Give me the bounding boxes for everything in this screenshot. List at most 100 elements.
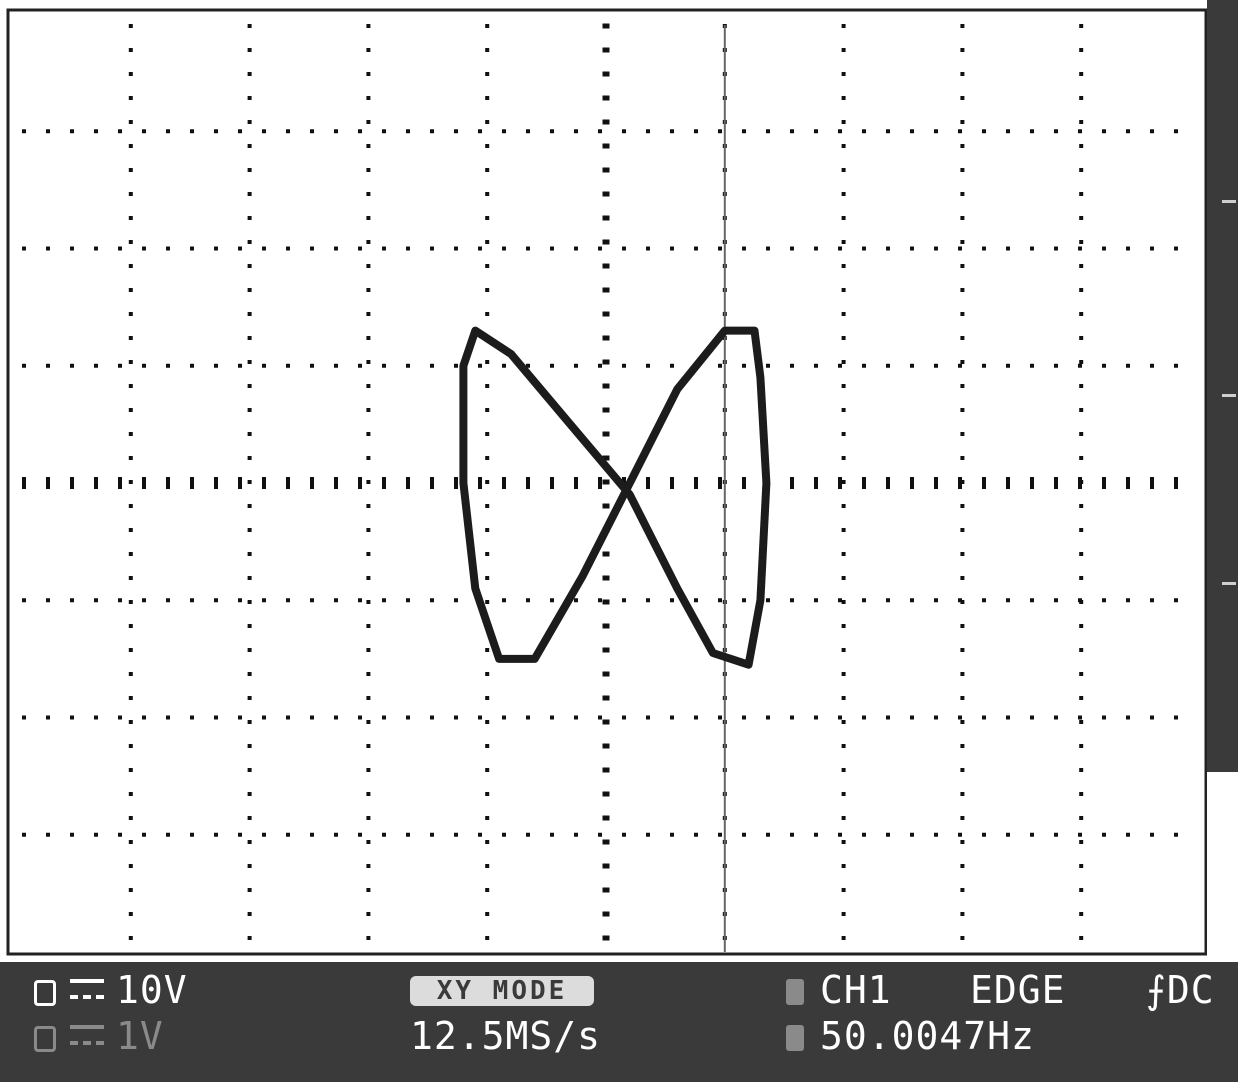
grid-dot	[247, 432, 252, 436]
grid-dot	[646, 477, 650, 489]
grid-dot	[485, 72, 490, 76]
grid-dot	[602, 911, 610, 917]
grid-dot	[670, 477, 674, 489]
grid-dot	[366, 648, 371, 652]
grid-dot	[366, 720, 371, 724]
grid-dot	[358, 477, 362, 489]
grid-dot	[485, 768, 490, 772]
grid-dot	[602, 191, 610, 197]
grid-dot	[602, 143, 610, 149]
grid-dot	[310, 832, 314, 837]
grid-dot	[214, 832, 218, 837]
trigger-coupling-readout[interactable]: ⨍DC	[1146, 968, 1215, 1012]
grid-dot	[982, 477, 986, 489]
grid-dot	[485, 264, 490, 268]
ch1-scale-readout[interactable]: 10V	[34, 968, 188, 1012]
grid-dot	[502, 598, 506, 603]
grid-dot	[247, 48, 252, 52]
grid-dot	[128, 120, 133, 124]
grid-dot	[841, 792, 846, 796]
grid-dot	[166, 363, 170, 368]
xy-mode-badge[interactable]: XY MODE	[410, 976, 594, 1006]
grid-dot	[550, 598, 554, 603]
grid-dot	[128, 456, 133, 460]
grid-dot	[526, 477, 530, 489]
grid-dot	[262, 363, 266, 368]
grid-dot	[247, 120, 252, 124]
grid-dot	[247, 240, 252, 244]
grid-dot	[718, 129, 722, 134]
grid-dot	[262, 598, 266, 603]
grid-dot	[960, 144, 965, 148]
grid-dot	[694, 477, 698, 489]
trigger-type[interactable]: EDGE	[970, 968, 1066, 1012]
grid-dot	[602, 455, 610, 461]
grid-dot	[485, 216, 490, 220]
grid-dot	[958, 598, 962, 603]
grid-dot	[766, 832, 770, 837]
grid-dot	[841, 600, 846, 604]
grid-dot	[485, 672, 490, 676]
grid-dot	[128, 552, 133, 556]
grid-dot	[1079, 24, 1084, 28]
grid-dot	[814, 129, 818, 134]
grid-dot	[960, 456, 965, 460]
grid-dot	[960, 504, 965, 508]
grid-dot	[366, 120, 371, 124]
grid-dot	[247, 840, 252, 844]
grid-dot	[382, 477, 386, 489]
grid-dot	[841, 360, 846, 364]
grid-dot	[1079, 888, 1084, 892]
grid-dot	[841, 624, 846, 628]
grid-dot	[485, 312, 490, 316]
grid-dot	[128, 624, 133, 628]
grid-dot	[128, 768, 133, 772]
grid-dot	[841, 936, 846, 940]
grid-dot	[718, 477, 722, 489]
grid-dot	[1079, 48, 1084, 52]
grid-dot	[190, 598, 194, 603]
grid-dot	[286, 715, 290, 720]
grid-dot	[247, 888, 252, 892]
grid-dot	[602, 263, 610, 269]
grid-dot	[70, 246, 74, 251]
grid-dot	[247, 528, 252, 532]
grid-dot	[46, 598, 50, 603]
grid-dot	[602, 839, 610, 845]
grid-dot	[602, 383, 610, 389]
grid-dot	[366, 312, 371, 316]
grid-dot	[742, 246, 746, 251]
grid-dot	[841, 528, 846, 532]
grid-dot	[22, 363, 26, 368]
grid-dot	[550, 477, 554, 489]
grid-dot	[862, 832, 866, 837]
grid-dot	[1078, 832, 1082, 837]
frequency-indicator-icon	[786, 1025, 804, 1051]
grid-dot	[70, 715, 74, 720]
grid-dot	[485, 408, 490, 412]
grid-dot	[862, 598, 866, 603]
grid-dot	[366, 888, 371, 892]
trigger-source-readout[interactable]: CH1	[786, 968, 892, 1012]
grid-dot	[366, 480, 371, 484]
grid-dot	[406, 363, 410, 368]
grid-dot	[358, 598, 362, 603]
grid-dot	[1102, 477, 1106, 489]
grid-dot	[1150, 363, 1154, 368]
grid-dot	[790, 246, 794, 251]
grid-dot	[247, 744, 252, 748]
trigger-coupling: DC	[1166, 968, 1215, 1012]
ch2-scale-readout[interactable]: 1V	[34, 1014, 164, 1058]
grid-dot	[526, 363, 530, 368]
grid-dot	[862, 477, 866, 489]
grid-dot	[310, 246, 314, 251]
grid-dot	[46, 477, 50, 489]
grid-dot	[934, 246, 938, 251]
grid-dot	[247, 456, 252, 460]
grid-dot	[485, 792, 490, 796]
grid-dot	[622, 832, 626, 837]
grid-dot	[485, 648, 490, 652]
grid-dot	[602, 767, 610, 773]
grid-dot	[526, 129, 530, 134]
grid-dot	[602, 887, 610, 893]
